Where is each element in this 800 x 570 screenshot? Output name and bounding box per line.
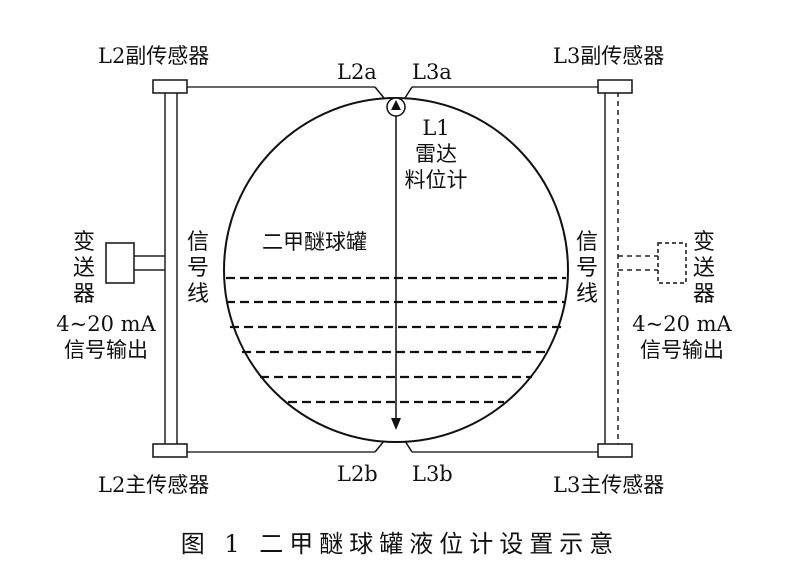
- sensor-label-l3-aux: L3副传感器: [553, 44, 665, 68]
- transmitter-box-right: [657, 242, 687, 284]
- port-label-l2b: L2b: [337, 462, 378, 486]
- output-range-right: 4~20 mA: [632, 312, 732, 336]
- transmitter-char: 器: [72, 282, 95, 307]
- port-tick-l3a: [404, 86, 413, 99]
- transmitter-char: 送: [72, 256, 95, 281]
- signal-line-label-left: 信 号 线: [186, 230, 210, 308]
- transmitter-label-left: 变 送 器: [72, 230, 96, 308]
- port-label-l3a: L3a: [412, 60, 452, 84]
- transmitter-box-left: [105, 242, 135, 284]
- radar-label-line2: 料位计: [404, 168, 468, 192]
- signal-line-label-right: 信 号 线: [575, 230, 599, 308]
- output-label-right: 信号输出: [640, 338, 724, 362]
- transmitter-char: 送: [692, 256, 715, 281]
- sensor-box-l2-aux: [152, 79, 188, 94]
- figure-caption: 图 1 二甲醚球罐液位计设置示意: [180, 530, 620, 558]
- transmitter-char: 变: [72, 230, 95, 255]
- output-range-left: 4~20 mA: [56, 312, 156, 336]
- transmitter-char: 器: [692, 282, 715, 307]
- transmitter-char: 变: [692, 230, 715, 255]
- signal-line-char: 信: [575, 230, 598, 255]
- sensor-box-l2-main: [152, 443, 188, 458]
- port-label-l2a: L2a: [337, 60, 377, 84]
- signal-line-char: 线: [575, 282, 598, 307]
- signal-line-char: 信: [186, 230, 209, 255]
- radar-arrow-up-icon: [391, 100, 401, 110]
- sensor-box-l3-aux: [597, 79, 633, 94]
- signal-line-char: 号: [186, 256, 209, 281]
- port-tick-l3b: [404, 440, 413, 453]
- sensor-label-l2-aux: L2副传感器: [98, 44, 210, 68]
- tank-label: 二甲醚球罐: [262, 230, 367, 254]
- radar-arrow-down-icon: [391, 418, 401, 430]
- port-label-l3b: L3b: [412, 462, 453, 486]
- signal-line-char: 线: [186, 282, 209, 307]
- transmitter-label-right: 变 送 器: [692, 230, 716, 308]
- sensor-box-l3-main: [597, 443, 633, 458]
- signal-line-char: 号: [575, 256, 598, 281]
- output-label-left: 信号输出: [64, 338, 148, 362]
- sensor-label-l3-main: L3主传感器: [553, 473, 665, 497]
- port-tick-l2b: [374, 440, 385, 453]
- port-tick-l2a: [374, 86, 385, 99]
- radar-name-label: L1: [422, 116, 450, 140]
- sensor-label-l2-main: L2主传感器: [98, 473, 210, 497]
- radar-label-line1: 雷达: [415, 142, 457, 166]
